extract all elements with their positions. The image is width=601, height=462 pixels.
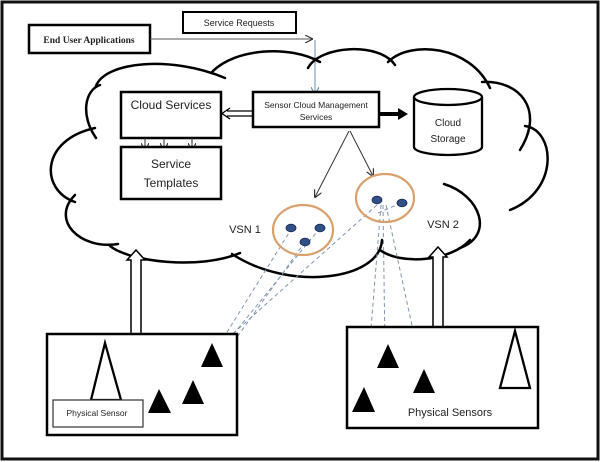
service-requests-box [182,11,297,34]
sensor-cloud-management-label-line1: Sensor Cloud Management [264,100,368,110]
service-templates-label-line1: Service [151,157,191,171]
vsn2-node [396,198,408,208]
sensor-triangle-icon [148,389,171,413]
sensor-triangle-icon [201,343,223,367]
vsn2-node [371,195,383,205]
vsn1-node [285,223,297,233]
left-sensor-triangles [148,343,223,413]
sensor-cloud-management-box [251,90,381,129]
cloud-storage-label-line1: Cloud [435,118,461,129]
mgmt-to-services-arrow [220,107,253,120]
left-up-arrow [125,248,147,335]
service-requests-label: Service Requests [204,18,275,28]
right-up-arrow [427,245,449,329]
cloud-outline [49,47,549,279]
cloud-services-label: Cloud Services [131,98,212,112]
vsn1-ring [271,203,335,257]
sensor-triangle-icon [413,369,435,393]
vsn1-node [314,223,326,233]
vsn1-node [299,237,311,247]
sensor-triangle-icon [182,380,204,404]
sensor-cloud-management-label-line2: Services [300,112,333,122]
physical-sensor-label: Physical Sensor [67,408,128,418]
mgmt-to-vsn1-arrow [315,130,350,197]
vsn1-nodes [285,223,326,247]
vsn1-label: VSN 1 [229,224,261,236]
end-user-applications-label: End User Applications [43,36,134,46]
mgmt-to-storage-arrow [379,108,408,120]
mgmt-to-vsn2-arrow [349,130,373,176]
cloud-storage-label-line2: Storage [430,134,465,145]
service-templates-box [119,145,223,201]
right-sensor-triangles [352,344,435,412]
vsn2-ring [354,172,416,224]
end-user-applications-box [27,23,152,55]
sensor-triangle-icon [377,344,399,368]
sensor-triangle-icon [352,387,375,412]
physical-sensors-label: Physical Sensors [408,407,493,419]
vsn2-label: VSN 2 [427,219,459,231]
vsn2-nodes [371,195,408,208]
right-tower-icon [498,326,532,390]
physical-sensor-label-box [52,399,144,428]
cloud-storage-cylinder [412,87,484,157]
cloud-services-box [119,90,223,140]
service-templates-label-line2: Templates [144,176,199,190]
